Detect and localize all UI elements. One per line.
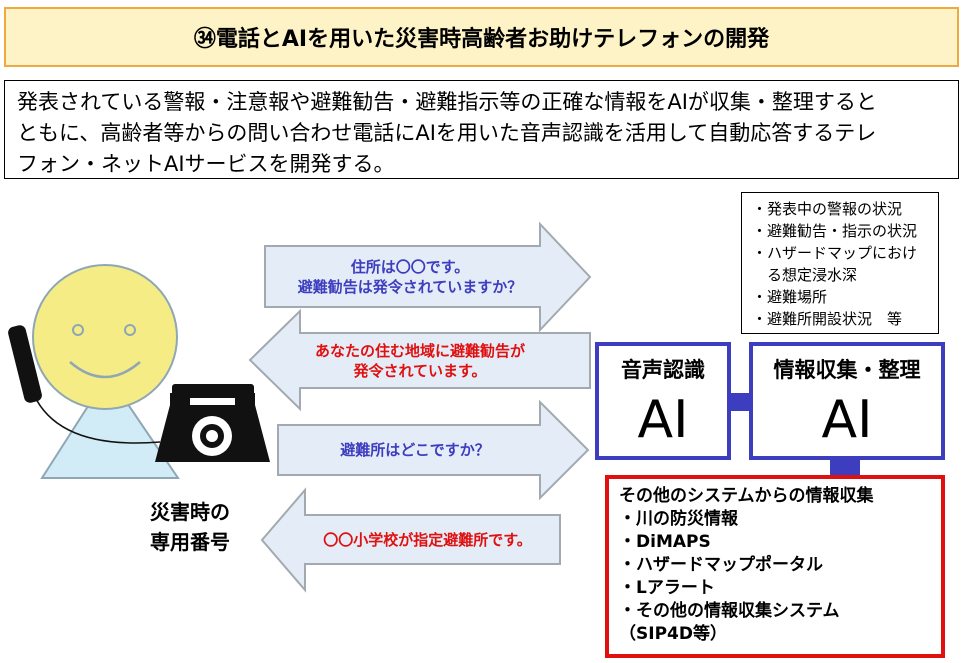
summary-line: ともに、高齢者等からの問い合わせ電話にAIを用いた音声認識を活用して自動応答する… bbox=[17, 121, 877, 145]
other-systems-box: その他のシステムからの情報収集 ・川の防災情報 ・DiMAPS ・ハザードマップ… bbox=[605, 475, 945, 658]
other-systems-heading: その他のシステムからの情報収集 bbox=[619, 486, 874, 506]
other-system-item: ・ハザードマップポータル bbox=[619, 555, 823, 575]
title-bar: ㉞電話とAIを用いた災害時高齢者お助けテレフォンの開発 bbox=[4, 7, 959, 67]
answer-1-line: あなたの住む地域に避難勧告が bbox=[314, 342, 525, 360]
summary-line: フォン・ネットAIサービスを開発する。 bbox=[17, 152, 395, 176]
answer-2-label: 〇〇小学校が指定避難所です。 bbox=[323, 531, 532, 549]
info-item: ・避難所開設状況 等 bbox=[752, 310, 903, 328]
person-smile bbox=[69, 361, 141, 379]
question-2-label: 避難所はどこですか？ bbox=[340, 441, 490, 459]
arrow-right-question-1 bbox=[264, 221, 592, 333]
answer-1-label: あなたの住む地域に避難勧告が 発令されています。 bbox=[290, 341, 550, 381]
dedicated-number-caption: 災害時の 専用番号 bbox=[150, 497, 230, 557]
question-1-line: 住所は〇〇です。 bbox=[350, 258, 470, 276]
info-list-box: ・発表中の警報の状況 ・避難勧告・指示の状況 ・ハザードマップにおけ る想定浸水… bbox=[741, 192, 939, 334]
info-item: る想定浸水深 bbox=[752, 266, 858, 284]
question-1-line: 避難勧告は発令されていますか？ bbox=[297, 278, 523, 296]
other-system-item: ・その他の情報収集システム bbox=[619, 601, 840, 621]
person-head bbox=[32, 264, 178, 410]
info-organize-heading: 情報収集・整理 bbox=[773, 358, 921, 382]
person-body bbox=[40, 373, 180, 479]
page-title: ㉞電話とAIを用いた災害時高齢者お助けテレフォンの開発 bbox=[193, 27, 770, 52]
arrow-left-answer-2 bbox=[260, 487, 561, 593]
speech-recognition-ai-box: 音声認識 AI bbox=[595, 342, 731, 460]
summary-line: 発表されている警報・注意報や避難勧告・避難指示等の正確な情報をAIが収集・整理す… bbox=[17, 90, 877, 114]
other-system-item: ・Lアラート bbox=[619, 578, 715, 598]
info-item: ・発表中の警報の状況 bbox=[752, 200, 903, 218]
speech-recognition-ai-label: AI bbox=[637, 390, 689, 450]
ai-connector bbox=[730, 393, 750, 411]
info-item: ・避難場所 bbox=[752, 288, 828, 306]
caption-line: 災害時の bbox=[150, 500, 230, 524]
info-connector bbox=[830, 459, 860, 476]
caption-line: 専用番号 bbox=[150, 530, 230, 554]
other-system-item: ・DiMAPS bbox=[619, 532, 711, 552]
other-system-item: ・川の防災情報 bbox=[619, 509, 738, 529]
desk-phone-icon bbox=[155, 384, 270, 462]
person-eye-left bbox=[72, 324, 84, 336]
info-organize-ai-box: 情報収集・整理 AI bbox=[749, 342, 945, 460]
info-item: ・避難勧告・指示の状況 bbox=[752, 222, 918, 240]
handset-icon bbox=[8, 325, 42, 403]
info-organize-ai-label: AI bbox=[821, 390, 873, 450]
person-eye-right bbox=[124, 324, 136, 336]
arrow-right-question-2 bbox=[277, 399, 590, 501]
arrow-left-answer-1 bbox=[248, 308, 591, 412]
info-item: ・ハザードマップにおけ bbox=[752, 244, 918, 262]
other-system-item: （SIP4D等） bbox=[619, 624, 727, 644]
summary-box: 発表されている警報・注意報や避難勧告・避難指示等の正確な情報をAIが収集・整理す… bbox=[4, 80, 959, 179]
phone-cord bbox=[33, 394, 161, 444]
question-1-label: 住所は〇〇です。 避難勧告は発令されていますか？ bbox=[270, 257, 550, 297]
speech-recognition-heading: 音声認識 bbox=[621, 358, 705, 382]
answer-1-line: 発令されています。 bbox=[353, 362, 487, 380]
